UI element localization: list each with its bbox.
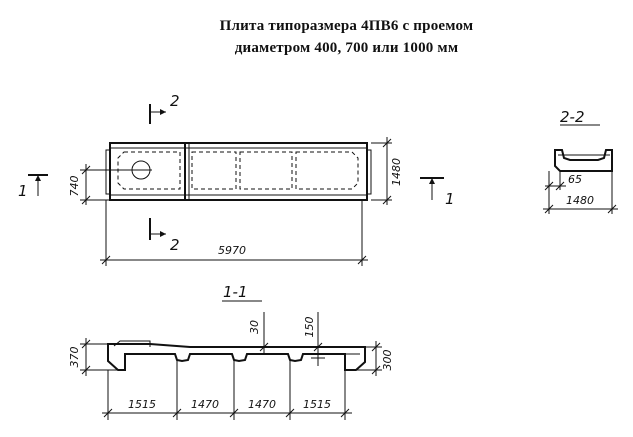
- dim-150-label: 150: [303, 317, 316, 338]
- plan-view: 740 1480 5970 2 2 1 1: [18, 92, 455, 266]
- dim-22-tick-left: [544, 204, 554, 214]
- dim-span-1470-a: 1470: [191, 398, 219, 411]
- dim-65-tick-1: [544, 181, 554, 191]
- dim-span-1515-right: 1515: [303, 398, 331, 411]
- section-2-top-label: 2: [170, 92, 180, 110]
- dim-30-tick: [259, 342, 269, 352]
- section-1-left-arrowhead: [35, 175, 41, 181]
- dim-1480-label: 1480: [390, 158, 403, 186]
- dim-22-width-label: 1480: [566, 194, 594, 207]
- plan-dashed-panel-4: [295, 151, 359, 190]
- dim-span-tick-0: [103, 408, 113, 418]
- dim-370-tick-top: [81, 339, 91, 349]
- dim-5970-label: 5970: [218, 244, 246, 257]
- dim-740-tick-bottom: [81, 195, 91, 205]
- dim-65-tick-2: [555, 181, 565, 191]
- dim-1480-tick-bottom: [382, 195, 392, 205]
- dim-span-tick-1: [172, 408, 182, 418]
- dim-300-tick-bottom: [371, 365, 381, 375]
- section-1-1-left-pocket: [113, 340, 151, 347]
- section-2-top-arrowhead: [160, 109, 166, 115]
- dim-740-label: 740: [68, 176, 81, 197]
- drawing-title-line1: Плита типоразмера 4ПВ6 с проемом: [219, 18, 474, 34]
- section-2-2-label: 2-2: [560, 108, 585, 126]
- dim-300-tick-top: [371, 342, 381, 352]
- plan-end-tab-left: [105, 149, 111, 195]
- section-1-1-profile: [107, 343, 366, 371]
- dim-65-label: 65: [568, 173, 582, 186]
- dim-span-1515-left: 1515: [128, 398, 156, 411]
- section-1-1: 1-1 370 300 30 150: [68, 283, 394, 420]
- section-2-2: 2-2 65 1480: [543, 108, 618, 214]
- dim-370-label: 370: [68, 347, 81, 368]
- section-2-bottom-arrowhead: [160, 231, 166, 237]
- plan-dashed-panel-3: [239, 151, 293, 190]
- dim-22-tick-right: [607, 204, 617, 214]
- section-2-2-profile: [554, 149, 613, 172]
- dim-5970-tick-left: [101, 255, 111, 265]
- dim-370-tick-bottom: [81, 365, 91, 375]
- dim-300-label: 300: [381, 350, 394, 371]
- dim-150-tick: [313, 342, 323, 352]
- plan-end-tab-right: [366, 149, 372, 195]
- plan-dashed-panel-2: [191, 151, 237, 190]
- dim-5970-tick-right: [357, 255, 367, 265]
- section-2-bottom-label: 2: [170, 236, 180, 254]
- section-1-right-arrowhead: [429, 178, 435, 184]
- section-1-left-label: 1: [18, 182, 28, 200]
- dim-span-tick-4: [340, 408, 350, 418]
- dim-740-tick-top: [81, 165, 91, 175]
- dim-1480-tick-top: [382, 138, 392, 148]
- drawing-title-line2: диаметром 400, 700 или 1000 мм: [234, 40, 459, 56]
- section-1-1-label: 1-1: [223, 283, 248, 301]
- dim-span-1470-b: 1470: [248, 398, 276, 411]
- dim-span-tick-2: [229, 408, 239, 418]
- section-1-right-label: 1: [445, 190, 455, 208]
- dim-span-tick-3: [285, 408, 295, 418]
- plan-dashed-panel-1: [117, 151, 181, 190]
- dim-30-label: 30: [248, 320, 261, 334]
